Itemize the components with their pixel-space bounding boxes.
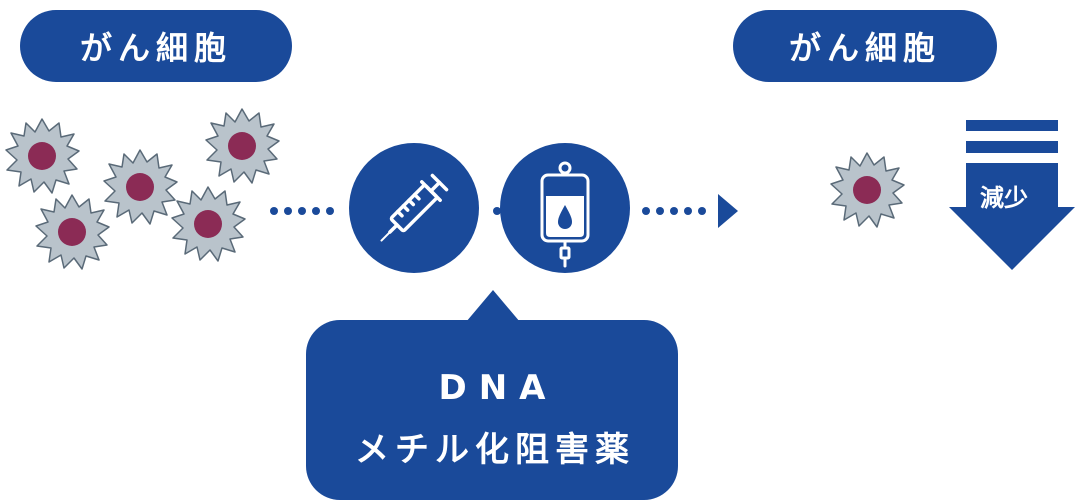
drug-callout: DNA メチル化阻害薬 bbox=[306, 320, 678, 500]
syringe-icon-circle bbox=[349, 143, 479, 273]
cancer-cells-before-text: がん細胞 bbox=[79, 29, 232, 67]
iv-drip-bag-icon bbox=[540, 161, 590, 268]
drug-name-line1: DNA bbox=[438, 368, 558, 408]
decrease-label: 減少 bbox=[980, 184, 1028, 212]
callout-pointer bbox=[466, 290, 520, 322]
down-arrow-icon bbox=[949, 120, 1075, 270]
cancer-cells-before-label: がん細胞 bbox=[20, 10, 292, 82]
syringe-icon bbox=[380, 173, 449, 242]
cancer-cells-after-text: がん細胞 bbox=[788, 29, 941, 67]
arrow-head-icon bbox=[718, 194, 738, 228]
cancer-cells-after-label: がん細胞 bbox=[733, 10, 997, 82]
drug-name-line2: メチル化阻害薬 bbox=[355, 430, 635, 470]
dotted-connector-middle bbox=[493, 207, 501, 215]
